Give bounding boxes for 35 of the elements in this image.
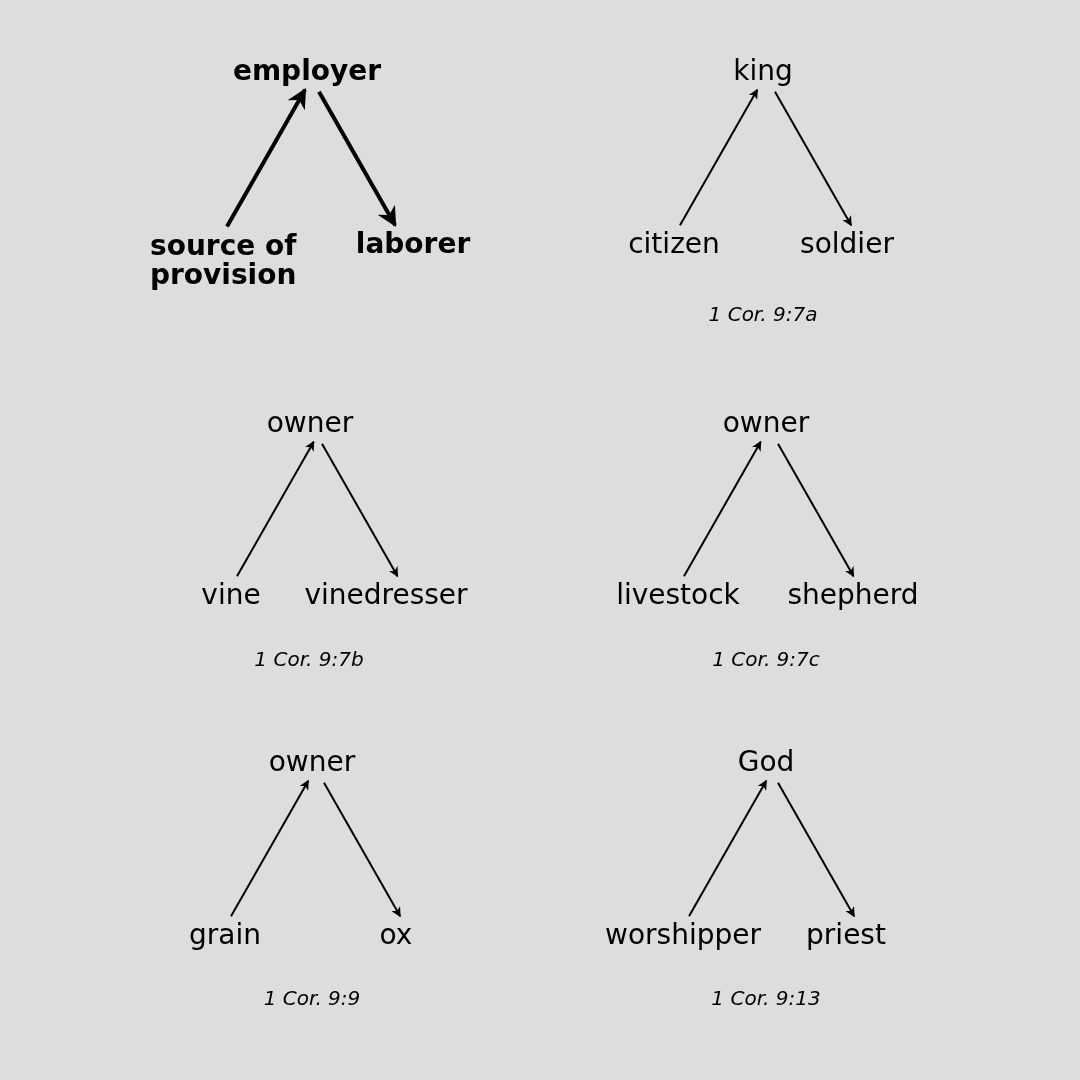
arrow xyxy=(679,88,759,227)
arrow xyxy=(774,90,853,227)
verse-reference: 1 Cor. 9:7a xyxy=(708,302,818,326)
arrow xyxy=(230,779,310,918)
arrow xyxy=(777,442,855,578)
node-label: owner xyxy=(722,408,810,438)
node-label: citizen xyxy=(628,229,720,259)
node-label: God xyxy=(737,747,795,777)
node-label: owner xyxy=(268,747,356,777)
node-label: king xyxy=(733,56,793,86)
arrow xyxy=(236,440,315,578)
node-label: worshipper xyxy=(605,920,761,950)
verse-reference: 1 Cor. 9:7b xyxy=(254,647,364,671)
arrow xyxy=(683,440,762,578)
node-label: source of provision xyxy=(150,230,300,290)
verse-reference: 1 Cor. 9:9 xyxy=(263,986,361,1010)
node-label: employer xyxy=(232,56,382,86)
node-label: livestock xyxy=(616,580,740,610)
node-label: priest xyxy=(806,920,886,950)
node-label: vinedresser xyxy=(304,580,468,610)
arrow xyxy=(688,779,768,918)
node-label: grain xyxy=(189,920,261,950)
verse-reference: 1 Cor. 9:13 xyxy=(711,986,821,1010)
verse-reference: 1 Cor. 9:7c xyxy=(712,647,820,671)
node-label: ox xyxy=(379,920,413,950)
arrow xyxy=(225,87,307,228)
node-label: vine xyxy=(201,580,261,610)
node-label: shepherd xyxy=(787,580,919,610)
node-label: owner xyxy=(266,408,354,438)
arrow xyxy=(323,781,402,918)
arrow xyxy=(777,781,856,918)
arrow xyxy=(317,90,397,228)
node-label: soldier xyxy=(800,229,894,259)
node-label: laborer xyxy=(355,229,471,259)
arrow xyxy=(321,442,399,578)
